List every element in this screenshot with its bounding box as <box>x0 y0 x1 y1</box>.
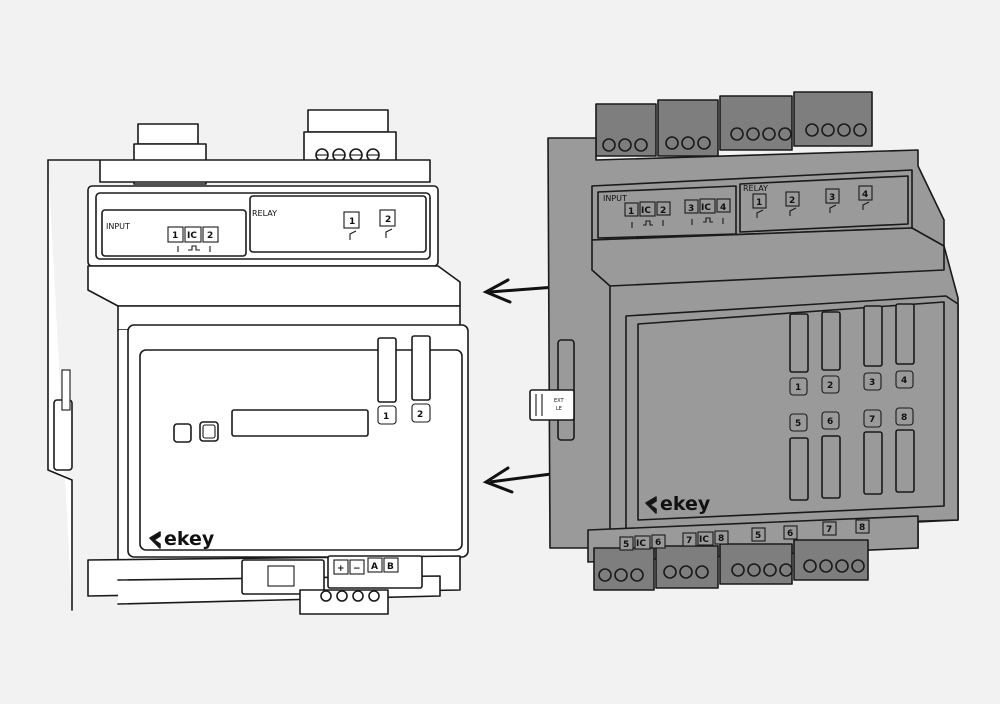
left-input-terminals: 1 IC 2 <box>167 226 219 252</box>
left-input-2: 2 <box>207 231 213 241</box>
left-bottom-plus: + <box>337 564 345 574</box>
right-bottom-input-terminals: 5 IC 6 7 IC 8 <box>619 530 729 551</box>
right-input-ic-b: IC <box>701 203 711 213</box>
right-ext-label-1: EXT <box>554 398 564 404</box>
right-brand: ekey <box>660 493 711 515</box>
right-bottom-relay-6: 6 <box>787 529 793 539</box>
right-led-8: 8 <box>901 413 907 423</box>
left-led-1: 1 <box>383 412 389 422</box>
left-bottom-a: A <box>371 562 378 572</box>
left-relay-1: 1 <box>349 217 355 227</box>
left-brand: ekey <box>164 528 215 550</box>
left-input-ic: IC <box>187 231 197 241</box>
right-relay-1: 1 <box>756 198 762 208</box>
right-bottom-input-7: 7 <box>686 536 692 546</box>
right-led-windows <box>789 303 915 501</box>
right-input-1: 1 <box>628 207 634 217</box>
left-input-1: 1 <box>172 231 178 241</box>
left-relay-numbers: 1 2 <box>343 209 396 240</box>
right-input-ic-a: IC <box>641 206 651 216</box>
right-relay-2: 2 <box>789 196 795 206</box>
right-input-4: 4 <box>720 203 726 213</box>
right-input-2: 2 <box>660 206 666 216</box>
left-button-1[interactable] <box>173 423 192 443</box>
left-ekey-logo-mark <box>149 531 161 549</box>
left-bottom-terminals: + − A B <box>333 557 399 575</box>
left-bottom-b: B <box>387 562 394 572</box>
right-bottom-input-ic-b: IC <box>699 535 709 545</box>
right-input-3: 3 <box>688 204 694 214</box>
right-bottom-connectors <box>593 539 869 591</box>
right-ext-connector: EXT LE <box>529 339 575 441</box>
right-led-4: 4 <box>901 376 907 386</box>
right-led-5: 5 <box>795 419 801 429</box>
right-device: INPUT RELAY 1 IC 2 3 IC 4 1 2 3 4 <box>529 91 959 591</box>
right-top-input-terminals: 1 IC 2 3 IC 4 <box>624 198 731 228</box>
right-bottom-relay-7: 7 <box>826 525 832 535</box>
right-bottom-relay-8: 8 <box>859 523 865 533</box>
right-ekey-logo-mark <box>645 496 657 514</box>
left-relay-label: RELAY <box>252 209 277 218</box>
left-relay-2: 2 <box>385 215 391 225</box>
right-bottom-input-8: 8 <box>718 534 724 544</box>
left-rj-port <box>267 565 295 587</box>
left-input-label: INPUT <box>106 222 130 231</box>
right-bottom-input-ic-a: IC <box>636 539 646 549</box>
right-led-7: 7 <box>869 415 875 425</box>
right-led-1: 1 <box>795 383 801 393</box>
right-bottom-relay-numbers: 5 6 7 8 <box>751 519 870 542</box>
right-top-relay-numbers: 1 2 3 4 <box>752 185 873 218</box>
right-led-3: 3 <box>869 378 875 388</box>
right-led-numbers: 1 2 3 4 5 6 7 8 <box>789 370 914 432</box>
left-display <box>231 409 369 437</box>
right-input-label: INPUT <box>603 194 627 203</box>
left-led-2: 2 <box>417 410 423 420</box>
right-led-6: 6 <box>827 417 833 427</box>
right-relay-label: RELAY <box>743 184 768 193</box>
right-top-connectors <box>595 91 873 157</box>
right-bottom-relay-5: 5 <box>755 531 761 541</box>
right-bottom-input-5: 5 <box>623 540 629 550</box>
right-relay-3: 3 <box>829 193 835 203</box>
right-ext-label-2: LE <box>556 406 562 412</box>
right-led-2: 2 <box>827 381 833 391</box>
left-bottom-minus: − <box>353 564 361 574</box>
left-device: INPUT RELAY 1 IC 2 1 2 1 2 <box>47 109 469 615</box>
right-bottom-input-6: 6 <box>655 538 661 548</box>
right-relay-4: 4 <box>862 190 868 200</box>
